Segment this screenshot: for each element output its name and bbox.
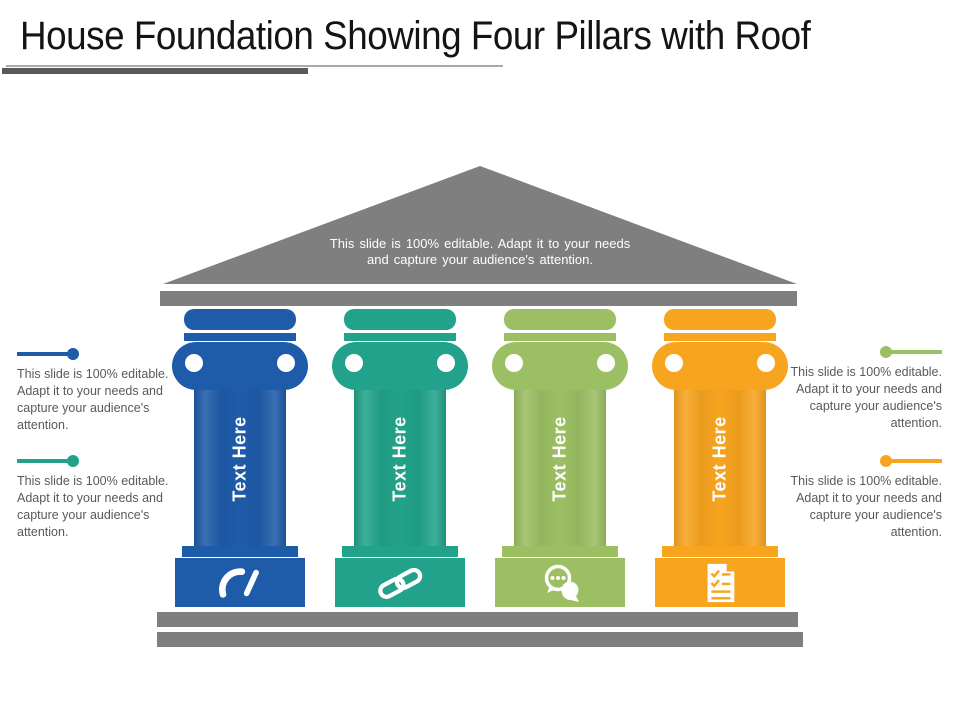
annotation-left-bottom: This slide is 100% editable. Adapt it to…: [17, 455, 189, 541]
pillar-3-cap: [504, 309, 616, 330]
gauge-icon: [219, 567, 259, 598]
connector-line: [17, 352, 69, 356]
connector-line: [890, 459, 942, 463]
volute-icon: [437, 354, 455, 372]
pillar-4-cap: [664, 309, 776, 330]
pillar-1-base: [175, 558, 305, 607]
checklist-icon: [707, 563, 735, 602]
entablature-bar: [160, 291, 797, 306]
pillar-3-label: Text Here: [549, 416, 570, 502]
pillar-2-cap: [344, 309, 456, 330]
pillar-1-band: [184, 333, 296, 341]
pillar-3-base: [495, 558, 625, 607]
slide-title: House Foundation Showing Four Pillars wi…: [20, 14, 811, 58]
connector-dot-icon: [67, 455, 79, 467]
connector-line: [17, 459, 69, 463]
title-underline-light: [6, 65, 503, 67]
pillar-4-base: [655, 558, 785, 607]
roof-triangle: This slide is 100% editable. Adapt it to…: [163, 166, 797, 284]
connector: [880, 455, 942, 467]
annotation-left-top: This slide is 100% editable. Adapt it to…: [17, 348, 189, 434]
volute-icon: [185, 354, 203, 372]
pillar-4-band: [664, 333, 776, 341]
pillar-1-base-band: [182, 546, 298, 557]
chain-icon: [378, 567, 423, 599]
pillar-4-capital: [652, 342, 788, 390]
pillar-1-cap: [184, 309, 296, 330]
connector-dot-icon: [880, 346, 892, 358]
pillar-1-shaft: [194, 371, 286, 546]
annotation-right-bottom: This slide is 100% editable. Adapt it to…: [770, 455, 942, 541]
pillar-1-capital: [172, 342, 308, 390]
pillar-4-label: Text Here: [709, 416, 730, 502]
volute-icon: [597, 354, 615, 372]
connector-dot-icon: [67, 348, 79, 360]
connector: [17, 348, 79, 360]
connector: [17, 455, 79, 467]
chat-icon: [544, 564, 579, 602]
annotation-text: This slide is 100% editable. Adapt it to…: [790, 474, 942, 539]
volute-icon: [665, 354, 683, 372]
pillar-2-capital: [332, 342, 468, 390]
volute-icon: [505, 354, 523, 372]
annotation-text: This slide is 100% editable. Adapt it to…: [17, 367, 169, 432]
title-underline-dark: [2, 68, 308, 74]
pillar-2-base: [335, 558, 465, 607]
pillar-2-label: Text Here: [389, 416, 410, 502]
foundation-bar-2: [157, 632, 803, 647]
pillar-3: Text Here: [492, 309, 628, 609]
volute-icon: [757, 354, 775, 372]
pillar-1: Text Here: [172, 309, 308, 609]
pillar-2-base-band: [342, 546, 458, 557]
connector-line: [890, 350, 942, 354]
pillar-4-shaft: [674, 371, 766, 546]
pillar-2-band: [344, 333, 456, 341]
foundation-bar-1: [157, 612, 798, 627]
pillar-3-base-band: [502, 546, 618, 557]
annotation-right-top: This slide is 100% editable. Adapt it to…: [770, 346, 942, 432]
annotation-text: This slide is 100% editable. Adapt it to…: [17, 474, 169, 539]
connector: [880, 346, 942, 358]
volute-icon: [345, 354, 363, 372]
pillar-4-base-band: [662, 546, 778, 557]
pillar-3-band: [504, 333, 616, 341]
pillar-3-capital: [492, 342, 628, 390]
pillar-2: Text Here: [332, 309, 468, 609]
pillar-1-label: Text Here: [229, 416, 250, 502]
pillar-4: Text Here: [652, 309, 788, 609]
connector-dot-icon: [880, 455, 892, 467]
pillar-3-shaft: [514, 371, 606, 546]
volute-icon: [277, 354, 295, 372]
pillar-2-shaft: [354, 371, 446, 546]
annotation-text: This slide is 100% editable. Adapt it to…: [790, 365, 942, 430]
roof-text: This slide is 100% editable. Adapt it to…: [329, 236, 631, 267]
